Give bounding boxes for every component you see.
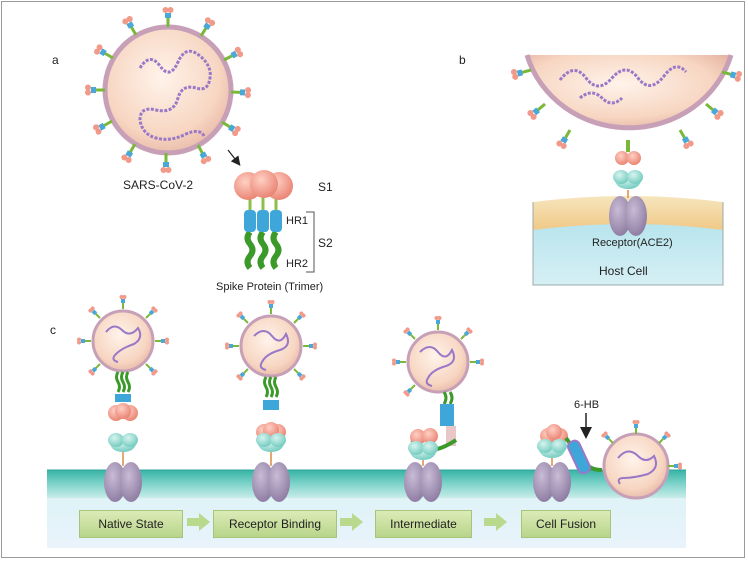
s2-bracket [306, 211, 315, 273]
panel-letter-b: b [459, 53, 466, 67]
stage-intermediate-virion [391, 315, 485, 502]
stage-binding-virion [224, 299, 318, 502]
receptor-label: Receptor(ACE2) [592, 237, 673, 249]
stage-native-virion [76, 294, 170, 502]
s2-label: S2 [318, 236, 333, 250]
step-native-state: Native State [79, 510, 183, 538]
step-intermediate: Intermediate [375, 510, 472, 538]
spike-trimer-icon [234, 170, 293, 270]
stage-fusion [533, 419, 683, 502]
six-hb-label: 6-HB [574, 399, 600, 411]
zoom-arrow [227, 149, 241, 166]
s1-label: S1 [318, 180, 333, 194]
panel-a-virion [102, 24, 234, 156]
host-cell-label: Host Cell [599, 264, 648, 278]
panel-b-bound-spike [609, 140, 647, 236]
spike-caption: Spike Protein (Trimer) [216, 281, 324, 293]
virus-label: SARS-CoV-2 [123, 178, 194, 192]
step-cell-fusion: Cell Fusion [521, 510, 611, 538]
panel-letter-c: c [50, 323, 56, 337]
step-receptor-binding: Receptor Binding [213, 510, 337, 538]
step-arrows [187, 513, 507, 531]
panel-b-virion [524, 52, 734, 131]
hr2-label: HR2 [286, 258, 309, 270]
hr1-label: HR1 [286, 215, 309, 227]
panel-letter-a: a [52, 53, 59, 67]
